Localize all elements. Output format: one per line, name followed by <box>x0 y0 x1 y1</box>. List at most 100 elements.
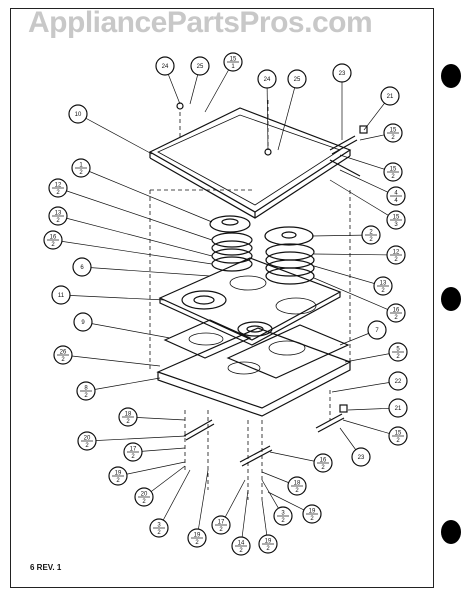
watermark-text: AppliancePartsPros.com <box>28 6 373 39</box>
callout-number: 19 <box>115 471 122 477</box>
callout-number: 17 <box>218 520 225 526</box>
callout-sub-number: 2 <box>126 419 130 425</box>
callout-leader-line <box>158 469 191 529</box>
callout-leader-line <box>277 78 298 151</box>
callout-1-2: 12 <box>71 158 213 223</box>
callout-19-2: 192 <box>258 499 278 554</box>
callout-20-2: 202 <box>77 431 187 451</box>
callout-circle <box>388 398 408 418</box>
revision-note: 6 REV. 1 <box>30 563 62 572</box>
callout-number: 15 <box>390 167 397 173</box>
callout-5-2: 52 <box>344 342 408 363</box>
callout-number: 10 <box>75 112 82 118</box>
callout-9: 9 <box>73 312 171 339</box>
callout-12-2: 122 <box>313 245 406 265</box>
callout-number: 9 <box>81 320 85 326</box>
callout-number: 6 <box>80 265 84 271</box>
callout-15-1: 151 <box>204 52 243 113</box>
callout-circle <box>51 285 71 305</box>
callout-leader-line <box>60 294 166 301</box>
callout-sub-number: 2 <box>142 499 146 505</box>
callout-13-2: 132 <box>48 206 213 257</box>
callout-sub-number: 2 <box>219 527 223 533</box>
callout-sub-number: 2 <box>79 170 83 176</box>
callout-number: 1 <box>79 163 83 169</box>
callout-sub-number: 2 <box>266 546 270 552</box>
callout-19-2: 192 <box>187 469 209 548</box>
callout-leader-line <box>313 277 397 314</box>
callout-21: 21 <box>363 86 400 131</box>
callout-sub-number: 2 <box>381 288 385 294</box>
callout-circle <box>257 69 277 89</box>
callout-circle <box>380 86 400 106</box>
callout-15-3: 153 <box>329 179 406 230</box>
callout-number: 20 <box>141 492 148 498</box>
insulation-pads <box>163 319 350 379</box>
callout-23: 23 <box>332 63 352 140</box>
callout-7: 7 <box>339 320 387 346</box>
mounting-brackets <box>176 102 368 467</box>
callout-leader-line <box>81 266 211 277</box>
callout-number: 14 <box>238 541 245 547</box>
callout-number: 16 <box>393 308 400 314</box>
callout-leader-line <box>62 354 161 367</box>
callout-24: 24 <box>257 69 277 151</box>
callout-number: 18 <box>125 412 132 418</box>
callout-number: 3 <box>157 523 161 529</box>
callout-circle <box>73 312 93 332</box>
callout-leader-line <box>57 215 213 257</box>
callout-20-2: 202 <box>134 465 186 507</box>
callout-circle <box>68 104 88 124</box>
binder-hole-bottom <box>441 520 461 544</box>
callout-15-2: 152 <box>342 419 408 446</box>
callout-sub-number: 2 <box>56 218 60 224</box>
callout-sub-number: 2 <box>195 540 199 546</box>
callout-number: 26 <box>60 350 67 356</box>
callout-number: 3 <box>281 511 285 517</box>
callout-circle <box>72 257 92 277</box>
callout-leader-line <box>77 113 153 155</box>
callout-sub-number: 2 <box>131 454 135 460</box>
callout-leader-line <box>313 265 384 287</box>
callout-15-2: 152 <box>339 154 403 182</box>
callout-19-2: 192 <box>108 461 186 486</box>
callout-number: 19 <box>265 539 272 545</box>
callout-number: 13 <box>55 211 62 217</box>
callout-sub-number: 3 <box>394 222 398 228</box>
callout-sub-number: 2 <box>85 443 89 449</box>
callout-16-2: 162 <box>43 230 213 265</box>
callout-number: 16 <box>50 235 57 241</box>
callout-sub-number: 2 <box>116 478 120 484</box>
callout-sub-number: 2 <box>281 518 285 524</box>
callout-number: 15 <box>395 431 402 437</box>
callout-sub-number: 2 <box>391 174 395 180</box>
callout-sub-number: 2 <box>51 242 55 248</box>
callout-25: 25 <box>189 56 210 105</box>
callout-sub-number: 2 <box>369 237 373 243</box>
callout-circle <box>287 69 307 89</box>
callout-14-2: 142 <box>231 489 251 556</box>
callout-number: 17 <box>130 447 137 453</box>
callout-sub-number: 2 <box>295 488 299 494</box>
callout-17-2: 172 <box>211 479 246 535</box>
callout-number: 24 <box>162 64 169 70</box>
callout-sub-number: 2 <box>310 516 314 522</box>
callout-8-2: 82 <box>76 377 161 401</box>
callout-leader-line <box>331 380 399 393</box>
callout-leader-line <box>80 167 213 223</box>
diagram-frame <box>10 8 434 588</box>
callout-leader-line <box>86 435 187 442</box>
callout-number: 21 <box>395 406 402 412</box>
callout-circle <box>155 56 175 76</box>
callout-23: 23 <box>339 427 371 467</box>
callout-sub-number: 2 <box>239 548 243 554</box>
callout-16-2: 162 <box>269 451 333 473</box>
callout-leader-line <box>57 187 213 241</box>
callout-number: 5 <box>396 347 400 353</box>
callout-6: 6 <box>72 257 211 277</box>
callout-number: 23 <box>339 71 346 77</box>
callout-sub-number: 2 <box>394 257 398 263</box>
callout-13-2: 132 <box>313 265 393 296</box>
callout-sub-number: 2 <box>56 190 60 196</box>
